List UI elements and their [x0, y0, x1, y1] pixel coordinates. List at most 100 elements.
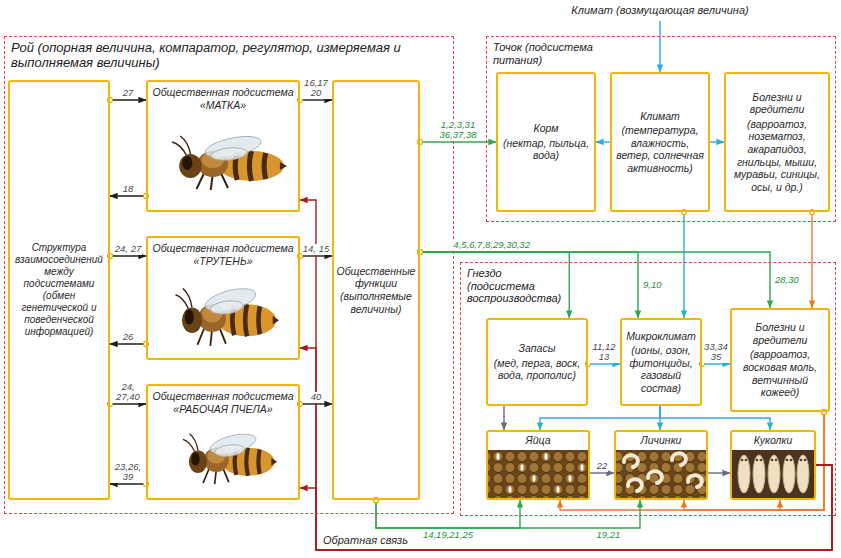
node-label: Общественные функции (выполняемые величи…: [336, 265, 416, 315]
eggs-illustration: [580, 464, 583, 471]
pupae-illustration: [771, 459, 774, 462]
pupae-illustration: [775, 459, 778, 462]
subsystem-box: Общественная подсистема «ТРУТЕНЬ»: [146, 236, 300, 360]
drone-bee-illustration: [176, 284, 280, 345]
node-label: Структура взаимосоединений между подсист…: [12, 242, 106, 338]
function-box: Общественные функции (выполняемые величи…: [332, 80, 420, 500]
connector-arrow: [780, 412, 824, 510]
process-box: Корм (нектар, пыльца, вода): [496, 72, 596, 212]
process-box: Болезни и вредители(варроатоз, восковая …: [730, 308, 830, 412]
eggs-illustration: [568, 475, 571, 482]
eggs-illustration: [496, 453, 499, 460]
image-box: Куколки: [730, 430, 816, 500]
connector-arrow: [683, 212, 684, 318]
callout-number: 24, 27,40: [110, 382, 146, 403]
callout-number: 40: [310, 392, 323, 402]
larvae-illustration: [616, 450, 706, 498]
node-label: Корм: [534, 122, 559, 135]
connector-arrow: [660, 406, 770, 430]
connector-arrow: [300, 348, 832, 550]
node-label: (ионы, озон, фитонциды, газовый состав): [625, 344, 697, 394]
larvae-illustration: [624, 455, 638, 467]
node-label: Микроклимат: [626, 330, 696, 343]
eggs-illustration: [556, 486, 559, 493]
structure-box: Структура взаимосоединений между подсист…: [8, 80, 110, 500]
callout-number: 1,2,3,31 36,37,38: [435, 120, 481, 141]
callout-number: 4,5,6,7,8,29,30,32: [452, 240, 531, 250]
connector-arrow: [376, 500, 640, 528]
connector-arrow: [588, 363, 620, 364]
region-heading: Рой (опорная величина, компаратор, регул…: [11, 41, 447, 71]
larvae-illustration: [688, 475, 702, 487]
eggs-illustration: [488, 450, 588, 498]
connector-arrow: [300, 200, 832, 550]
callout-number: 14, 15: [302, 244, 330, 254]
image-box: Личинки: [614, 430, 708, 500]
connector-arrow: [376, 500, 520, 528]
subsystem-box: Общественная подсистема «МАТКА»: [146, 80, 300, 212]
region-heading: Гнездо (подсистема воспроизводства): [467, 267, 571, 305]
node-label: Личинки: [641, 434, 682, 447]
annotation: Климат (возмущающая величина): [570, 4, 749, 16]
callout-number: 14,19,21,25: [422, 530, 474, 540]
pupae-illustration: [797, 455, 809, 493]
climate-leader-line: [659, 21, 660, 72]
image-box: Яйца: [486, 430, 590, 500]
region-frame: Точок (подсистема питания)Корм(нектар, п…: [486, 36, 836, 222]
process-box: Климат(температура, влажность, ветер, со…: [610, 72, 710, 212]
pupae-illustration: [768, 455, 780, 493]
callout-number: 26: [122, 332, 135, 342]
node-label: (нектар, пыльца, вода): [501, 137, 591, 162]
connector-arrow: [110, 403, 146, 404]
connector-arrow: [590, 472, 614, 473]
larvae-illustration: [616, 450, 706, 498]
annotation: Обратная связь: [322, 534, 409, 546]
pupae-illustration: [756, 459, 759, 462]
connector-arrow: [110, 483, 146, 484]
connector-arrow: [811, 212, 812, 308]
connector-arrow: [300, 99, 332, 100]
process-box: Болезни и вредители(варроатоз, нозематоз…: [724, 72, 830, 212]
queen-bee-illustration: [172, 132, 287, 190]
connector-arrow: [300, 465, 832, 550]
node-label: Климат: [640, 110, 680, 123]
region-frame: Рой (опорная величина, компаратор, регул…: [4, 36, 454, 514]
node-label: Куколки: [754, 434, 793, 447]
pupae-illustration: [790, 459, 793, 462]
node-label: Яйца: [526, 434, 551, 447]
eggs-illustration: [508, 486, 511, 493]
node-label: Общественная подсистема «РАБОЧАЯ ПЧЕЛА»: [151, 390, 295, 415]
worker-bee-illustration: [183, 430, 277, 484]
larvae-illustration: [672, 453, 686, 465]
eggs-illustration: [520, 464, 523, 471]
node-label: (температура, влажность, ветер, солнечна…: [615, 124, 705, 174]
node-label: Запасы: [519, 342, 556, 355]
eggs-illustration: [488, 450, 588, 498]
process-box: Микроклимат(ионы, озон, фитонциды, газов…: [620, 318, 702, 406]
eggs-illustration: [532, 475, 535, 482]
node-label: Болезни и вредители: [735, 321, 825, 346]
connector-arrow: [110, 255, 146, 256]
region-frame: Гнездо (подсистема воспроизводства) Запас…: [460, 262, 836, 516]
callout-number: 27: [122, 88, 135, 98]
subsystem-box: Общественная подсистема «РАБОЧАЯ ПЧЕЛА»: [146, 384, 300, 500]
connector-arrow: [503, 406, 504, 430]
callout-number: 11,12 13: [588, 342, 620, 363]
callout-number: 28,30: [774, 275, 800, 285]
callout-number: 33,34 35: [702, 342, 730, 363]
climate-leader-line: [660, 21, 661, 72]
larvae-illustration: [648, 471, 662, 483]
node-label: Болезни и вредители: [729, 91, 825, 116]
queen-bee-illustration: [172, 132, 287, 190]
pupae-illustration: [804, 459, 807, 462]
larvae-illustration: [628, 479, 642, 491]
node-label: Общественная подсистема «МАТКА»: [151, 86, 295, 111]
pupae-illustration: [745, 459, 748, 462]
callout-number: 22: [596, 461, 609, 471]
connector-arrow: [710, 141, 724, 142]
worker-bee-illustration: [183, 430, 277, 484]
pupae-illustration: [753, 455, 765, 493]
node-label: (мед, перга, воск, вода, прополис): [491, 357, 583, 382]
connector-arrow: [110, 343, 146, 344]
